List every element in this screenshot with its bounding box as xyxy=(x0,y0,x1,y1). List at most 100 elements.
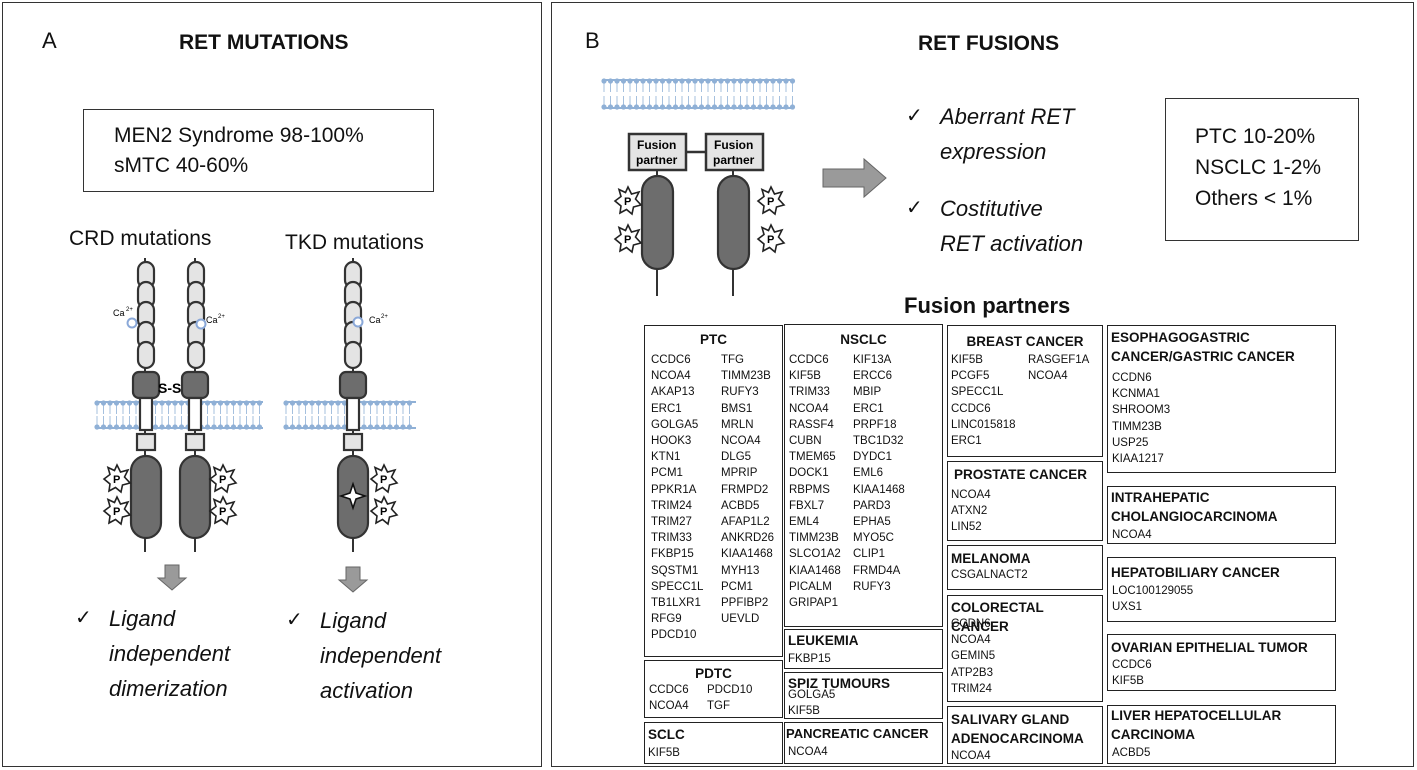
group-title: PTC xyxy=(700,332,727,347)
lipid-head xyxy=(120,400,126,406)
lipid-head xyxy=(322,424,328,430)
check-icon: ✓ xyxy=(75,607,92,629)
lipid-head xyxy=(341,400,348,406)
phospho-star-a1: P xyxy=(103,464,131,493)
lipid-head xyxy=(679,78,685,84)
phospho-star-b4: P xyxy=(757,224,785,253)
group-melanoma: MELANOMA CSGALNACT2 xyxy=(947,545,1103,590)
lipid-head xyxy=(335,424,341,430)
phospho-star-a3: P xyxy=(209,464,237,493)
lipid-head xyxy=(361,424,367,430)
phospho-star-a6: P xyxy=(370,496,398,525)
group-title: NSCLC xyxy=(840,332,887,347)
lipid-head xyxy=(250,400,256,406)
lipid-head xyxy=(783,104,789,110)
panel-a-title: RET MUTATIONS xyxy=(179,31,349,54)
lipid-head xyxy=(126,424,133,430)
lipid-head xyxy=(172,400,178,406)
lipid-head xyxy=(178,400,185,406)
lipid-head xyxy=(770,78,776,84)
lipid-head xyxy=(744,104,750,110)
phospho-star-a5: P xyxy=(370,464,398,493)
lipid-head xyxy=(309,424,315,430)
lipid-head xyxy=(172,424,178,430)
lipid-head xyxy=(211,424,217,430)
lipid-head xyxy=(705,104,711,110)
disulfide-bond-label: S-S xyxy=(158,380,181,396)
lipid-head xyxy=(789,78,796,84)
lipid-head xyxy=(737,104,744,110)
lipid-head xyxy=(328,400,335,406)
tkd-mutation-marker xyxy=(338,481,368,511)
phospho-star-a2: P xyxy=(103,496,131,525)
crd-receptor-left xyxy=(129,258,163,552)
crd-mutations-title: CRD mutations xyxy=(69,227,212,250)
membrane-b xyxy=(603,79,794,109)
group-title: INTRAHEPATIC CHOLANGIOCARCINOMA xyxy=(1111,490,1278,524)
lipid-head xyxy=(374,424,380,430)
lipid-head xyxy=(770,104,776,110)
lipid-head xyxy=(627,78,633,84)
lipid-head xyxy=(387,424,393,430)
group-title: PANCREATIC CANCER xyxy=(786,726,929,741)
group-title: SCLC xyxy=(648,727,685,742)
lipid-head xyxy=(685,78,692,84)
svg-text:P: P xyxy=(767,234,774,246)
down-arrow-crd xyxy=(156,564,188,591)
prevalence-ptc: PTC 10-20% xyxy=(1195,125,1316,148)
fusion-receptors xyxy=(627,132,765,296)
lipid-head xyxy=(627,104,633,110)
lipid-head xyxy=(783,78,789,84)
lipid-head xyxy=(243,424,250,430)
lipid-head xyxy=(640,78,646,84)
lipid-head xyxy=(750,78,757,84)
check-icon: ✓ xyxy=(906,105,923,127)
fusion-partners-title: Fusion partners xyxy=(904,293,1071,318)
svg-text:P: P xyxy=(380,506,387,518)
ret-mutation-diagram: S-S Ca 2+ Ca 2+ P P P P Ca 2+ P P xyxy=(94,258,416,593)
fusion-prevalence-box: PTC 10-20% NSCLC 1-2% Others < 1% xyxy=(1165,98,1359,241)
lipid-head xyxy=(315,424,322,430)
lipid-head xyxy=(393,400,400,406)
lipid-head xyxy=(380,424,387,430)
svg-text:P: P xyxy=(624,234,631,246)
mutation-prevalence-box: MEN2 Syndrome 98-100% sMTC 40-60% xyxy=(83,109,434,192)
svg-text:P: P xyxy=(113,506,120,518)
group-title: LEUKEMIA xyxy=(788,633,859,648)
lipid-head xyxy=(672,104,679,110)
lipid-head xyxy=(763,104,770,110)
lipid-head xyxy=(607,78,614,84)
tkd-outcome: ✓ Ligand independent activation xyxy=(286,603,441,708)
lipid-head xyxy=(94,400,100,406)
check-icon: ✓ xyxy=(906,197,923,219)
lipid-head xyxy=(250,424,256,430)
group-title: COLORECTAL CANCER xyxy=(951,600,1044,634)
panel-b-title: RET FUSIONS xyxy=(918,32,1060,55)
lipid-head xyxy=(400,400,406,406)
ca-sup-left: 2+ xyxy=(126,307,133,313)
tkd-mutations-title: TKD mutations xyxy=(285,231,424,254)
lipid-head xyxy=(620,78,627,84)
lipid-head xyxy=(309,400,315,406)
lipid-head xyxy=(120,424,126,430)
lipid-head xyxy=(718,104,724,110)
lipid-head xyxy=(601,104,607,110)
svg-text:P: P xyxy=(219,506,226,518)
lipid-head xyxy=(107,400,113,406)
lipid-head xyxy=(380,400,387,406)
lipid-head xyxy=(296,424,302,430)
lipid-head xyxy=(159,400,165,406)
lipid-head xyxy=(152,400,159,406)
lipid-head xyxy=(633,104,640,110)
group-title: SALIVARY GLAND ADENOCARCINOMA xyxy=(951,712,1084,746)
lipid-head xyxy=(204,424,211,430)
lipid-head xyxy=(107,424,113,430)
phospho-star-b2: P xyxy=(614,224,642,253)
group-leukemia: LEUKEMIA FKBP15 xyxy=(784,629,943,669)
